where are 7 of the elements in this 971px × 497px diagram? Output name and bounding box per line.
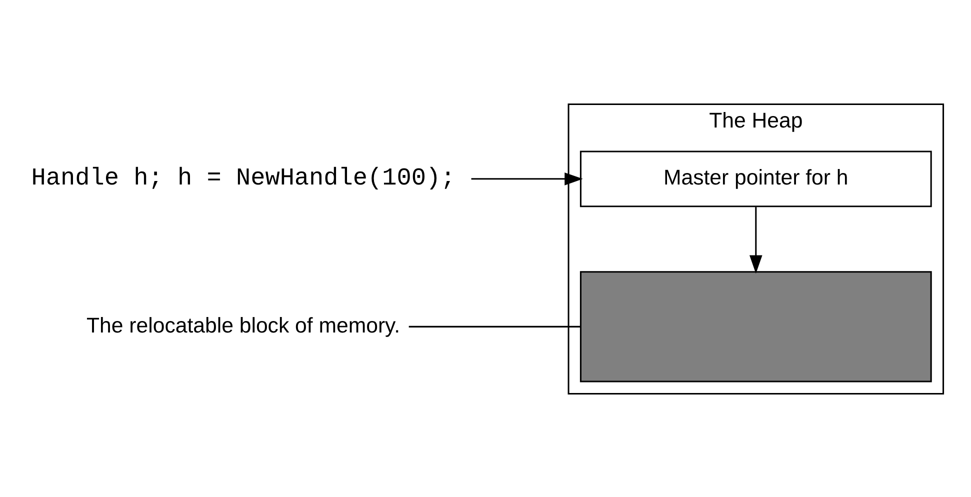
- node-text: The relocatable block of memory.: [86, 312, 400, 337]
- connector: [408, 325, 581, 327]
- arrow: [749, 206, 762, 274]
- arrow: [471, 172, 583, 185]
- node-box: [580, 270, 932, 382]
- node-box: Master pointer for h: [580, 150, 932, 207]
- node-text: Handle h; h = NewHandle(100);: [31, 165, 456, 192]
